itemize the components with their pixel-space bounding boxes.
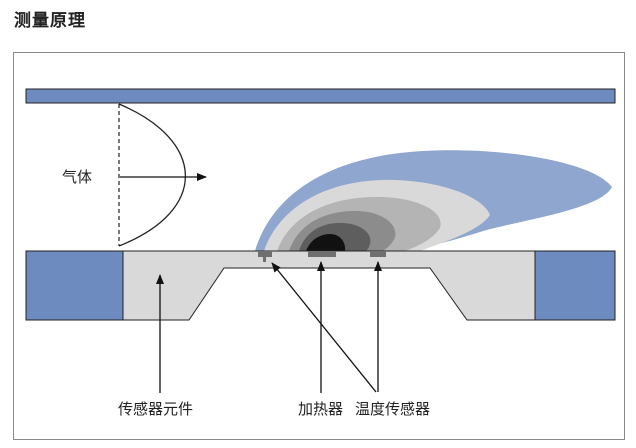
flow-velocity-profile (118, 103, 186, 247)
temp-sensor-arrow-left (271, 262, 377, 393)
gas-label: 气体 (62, 168, 92, 186)
top-plate (25, 88, 616, 104)
temperature-sensor-left (258, 251, 272, 257)
left-mount-block (25, 250, 124, 321)
sensor-element-substrate (122, 250, 536, 321)
diagram-frame (13, 52, 625, 440)
temperature-sensor-label: 温度传感器 (355, 400, 430, 418)
temperature-sensor-left-tab (263, 257, 266, 262)
right-mount-block (534, 250, 616, 321)
page-title: 测量原理 (14, 11, 86, 31)
heater-element (308, 251, 336, 257)
sensor-element-label: 传感器元件 (118, 400, 193, 418)
heat-plume-core (306, 234, 346, 251)
heater-label: 加热器 (298, 400, 343, 418)
temperature-sensor-right (370, 251, 386, 257)
